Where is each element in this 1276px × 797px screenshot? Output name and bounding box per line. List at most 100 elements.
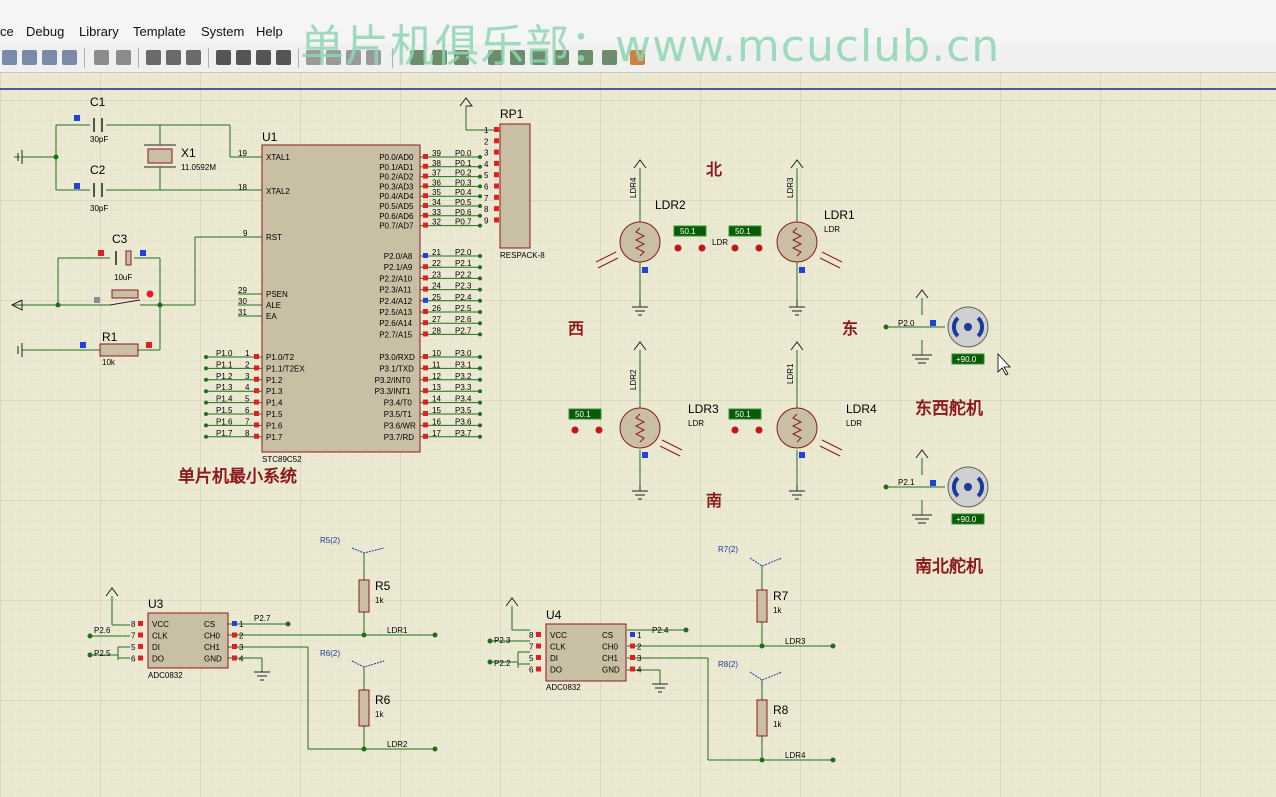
u1-pinnum: 29 — [238, 286, 247, 295]
r8-terminal-label: R8(2) — [718, 660, 738, 669]
ldr2-sensor[interactable]: LDR2 LDR4 — [595, 177, 686, 273]
net-labels: LDR1 LDR2 LDR3 LDR4 — [387, 626, 806, 760]
u1-pinnum: 9 — [243, 229, 248, 238]
zoom-all-icon[interactable] — [42, 50, 57, 65]
servo-north-south[interactable]: P2.1 +90.0 — [898, 466, 989, 525]
cut-icon[interactable] — [146, 50, 161, 65]
zoom-area-icon[interactable] — [62, 50, 77, 65]
ldr3-sensor[interactable]: LDR3 LDR LDR2 — [619, 369, 719, 458]
block-move-icon[interactable] — [236, 50, 251, 65]
make-device-icon[interactable] — [326, 50, 341, 65]
r1-resistor[interactable]: R1 10k — [80, 330, 152, 367]
net-ldr1: LDR1 — [387, 626, 408, 635]
probe-ldr2[interactable]: 50.1 — [673, 225, 707, 252]
r7-terminal-icon — [749, 557, 783, 567]
r6-resistor[interactable]: R6 1k R6(2) — [320, 649, 391, 727]
menu-template[interactable]: Template — [133, 24, 186, 39]
u1-pin-number: 8 — [245, 429, 250, 438]
u1-pin-name: P1.4 — [266, 399, 283, 408]
ldr1-pin — [799, 267, 805, 273]
u1-pin-net: P1.6 — [216, 417, 233, 426]
copy-icon[interactable] — [166, 50, 181, 65]
decompose-icon[interactable] — [366, 50, 381, 65]
u1-pin-junction — [478, 310, 482, 314]
r8-resistor[interactable]: R8 1k R8(2) — [718, 660, 789, 737]
menu-help[interactable]: Help — [256, 24, 283, 39]
c2-capacitor[interactable]: C2 30pF — [74, 163, 108, 213]
wires — [14, 106, 945, 761]
u3-net-p27: P2.7 — [254, 614, 271, 623]
goto-sheet-icon[interactable] — [532, 50, 547, 65]
probe-ldr3[interactable]: 50.1 — [568, 408, 603, 434]
u1-pin-junction — [478, 204, 482, 208]
x1-crystal[interactable]: X1 11.0592M — [144, 144, 216, 172]
remove-sheet-icon[interactable] — [510, 50, 525, 65]
block-copy-icon[interactable] — [216, 50, 231, 65]
r5-terminal-icon — [351, 547, 385, 554]
netlist-icon[interactable] — [578, 50, 593, 65]
zoom-in-icon[interactable] — [2, 50, 17, 65]
u1-pin-junction — [478, 213, 482, 218]
u1-pin-net: P2.6 — [455, 315, 472, 324]
u1-pin-junction — [478, 400, 482, 405]
ldr2-pin — [642, 267, 648, 273]
adc-pin-number: 7 — [131, 632, 136, 641]
reset-button[interactable] — [94, 289, 154, 306]
wire-autorouter-icon[interactable] — [410, 50, 425, 65]
servo-east-west[interactable]: P2.0 +90.0 — [898, 306, 989, 365]
u1-pin-junction — [204, 366, 208, 371]
c3-capacitor[interactable]: C3 10uF — [98, 232, 146, 282]
u1-pin-net: P1.7 — [216, 429, 233, 438]
mouse-cursor-icon — [997, 352, 1011, 376]
redo-icon[interactable] — [116, 50, 131, 65]
u1-mcu[interactable]: U1 STC89C52 XTAL1 19 XTAL2 18 RST 9 PSEN… — [204, 130, 482, 464]
r8-body — [756, 699, 768, 737]
paste-icon[interactable] — [186, 50, 201, 65]
zoom-out-icon[interactable] — [22, 50, 37, 65]
menu-source[interactable]: ce — [0, 24, 14, 39]
r7-resistor[interactable]: R7 1k R7(2) — [718, 545, 789, 623]
r7-body — [756, 589, 768, 623]
bom-icon[interactable] — [554, 50, 569, 65]
u1-pin-marker — [254, 388, 259, 394]
c1-capacitor[interactable]: C1 30pF — [74, 95, 108, 144]
probe-ldr1[interactable]: 50.1 — [728, 225, 763, 252]
search-tag-icon[interactable] — [432, 50, 447, 65]
ares-icon[interactable] — [630, 50, 645, 65]
r5-resistor[interactable]: R5 1k R5(2) — [320, 536, 391, 613]
new-sheet-icon[interactable] — [488, 50, 503, 65]
servo-display — [951, 353, 985, 365]
u1-pin-marker — [423, 433, 428, 439]
menu-library[interactable]: Library — [79, 24, 119, 39]
probe-terminal — [595, 426, 603, 434]
probe-terminal — [755, 426, 763, 434]
mcu-title: 单片机最小系统 — [178, 466, 297, 487]
undo-icon[interactable] — [94, 50, 109, 65]
adc-pin-marker — [630, 632, 635, 637]
x1-label: X1 — [181, 146, 196, 160]
probe-ldr4[interactable]: 50.1 — [728, 408, 763, 434]
ldr4-sensor[interactable]: LDR4 LDR LDR1 — [776, 363, 877, 458]
erc-icon[interactable] — [602, 50, 617, 65]
schematic-canvas[interactable]: C1 30pF C2 30pF X1 11.0592M C3 10uF R1 1… — [0, 73, 1276, 797]
ldr1-sensor[interactable]: LDR1 LDR LDR3 — [776, 177, 855, 273]
block-delete-icon[interactable] — [276, 50, 291, 65]
u1-pin-name: P2.2/A10 — [379, 274, 412, 283]
menu-system[interactable]: System — [201, 24, 245, 39]
adc-pin-name: VCC — [152, 620, 169, 629]
net-ldr3: LDR3 — [785, 637, 806, 646]
adc-pin-name: GND — [204, 655, 222, 664]
pick-device-icon[interactable] — [306, 50, 321, 65]
property-assign-icon[interactable] — [454, 50, 469, 65]
u1-pin-marker — [254, 433, 259, 439]
u1-pin-number: 32 — [432, 218, 441, 227]
u3-part: ADC0832 — [148, 671, 183, 680]
menu-debug[interactable]: Debug — [26, 24, 65, 39]
package-tool-icon[interactable] — [346, 50, 361, 65]
ldr3-part: LDR — [688, 419, 704, 428]
block-rotate-icon[interactable] — [256, 50, 271, 65]
u1-pin-net: P0.1 — [455, 159, 472, 168]
